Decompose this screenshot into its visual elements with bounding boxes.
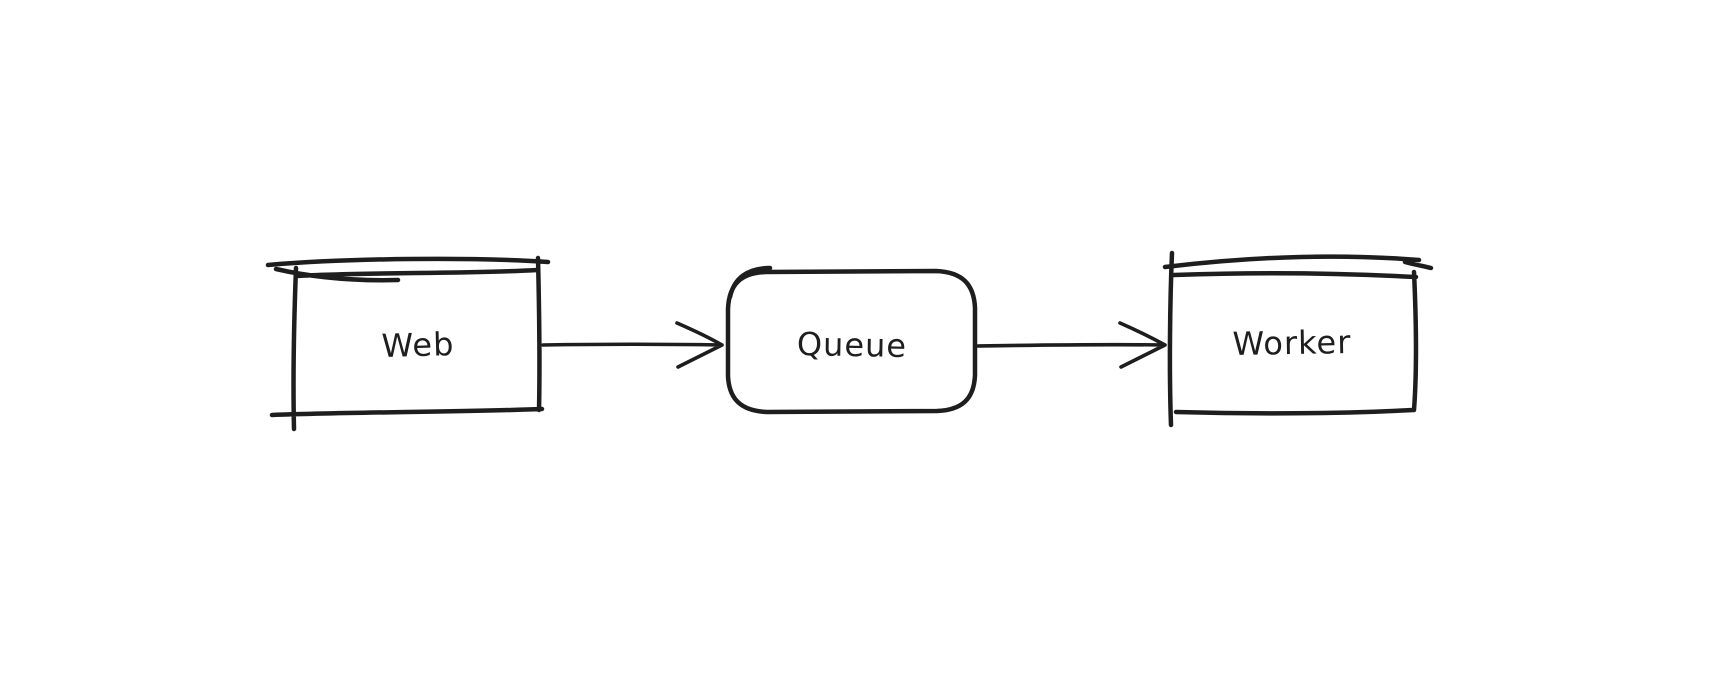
node-worker-shape[interactable] bbox=[1162, 250, 1434, 428]
arrow-web-to-queue[interactable] bbox=[541, 321, 724, 369]
node-worker-label[interactable]: Worker bbox=[1232, 323, 1351, 363]
arrow-queue-to-worker[interactable] bbox=[976, 321, 1167, 369]
node-queue-shape[interactable] bbox=[725, 265, 978, 415]
node-web[interactable]: Web bbox=[265, 255, 551, 432]
node-web-label[interactable]: Web bbox=[381, 325, 455, 365]
edge-web-to-queue[interactable] bbox=[541, 321, 724, 369]
node-queue[interactable]: Queue bbox=[725, 265, 978, 415]
node-worker[interactable]: Worker bbox=[1162, 250, 1434, 428]
node-web-shape[interactable] bbox=[265, 255, 551, 432]
edge-queue-to-worker[interactable] bbox=[976, 321, 1167, 369]
node-queue-label[interactable]: Queue bbox=[797, 325, 908, 365]
